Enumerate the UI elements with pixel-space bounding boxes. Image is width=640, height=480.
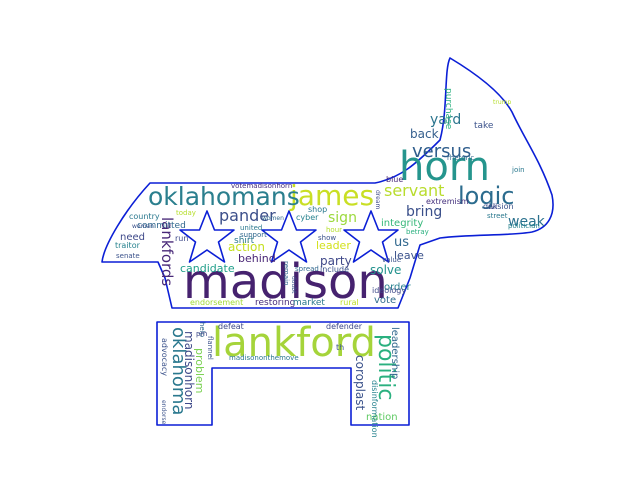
cloud-word: ideology <box>372 286 406 295</box>
cloud-word: betray <box>406 228 429 236</box>
cloud-word: th <box>336 343 344 352</box>
cloud-word: dream <box>374 190 381 210</box>
cloud-word: flannel <box>206 336 214 360</box>
cloud-word: support <box>240 231 267 239</box>
cloud-word: doubt <box>290 276 297 294</box>
cloud-word: help <box>198 322 206 338</box>
cloud-word: united <box>240 224 262 232</box>
cloud-word: blue <box>386 175 403 184</box>
cloud-word: endorse <box>160 400 167 425</box>
cloud-word: logic <box>458 182 514 210</box>
cloud-word: value <box>382 256 401 264</box>
cloud-word: versus <box>412 141 471 162</box>
cloud-word: oklahoma <box>168 327 189 415</box>
cloud-word: hour <box>326 226 342 234</box>
cloud-word: cyber <box>296 213 319 222</box>
cloud-word: division <box>483 202 514 211</box>
cloud-word: coroplast <box>353 355 367 411</box>
cloud-word: solve <box>370 263 401 277</box>
cloud-word: disinformation <box>370 380 379 438</box>
cloud-word: need <box>120 232 145 243</box>
cloud-word: sign <box>328 210 357 226</box>
cloud-word: advocacy <box>160 338 169 376</box>
cloud-word: leadership <box>389 327 400 379</box>
cloud-word: politic <box>373 334 398 400</box>
cloud-word: defeat <box>218 322 244 331</box>
cloud-word: lankfords <box>158 217 176 286</box>
cloud-word: votemadisonhorn <box>231 182 292 190</box>
cloud-word: oklahomans <box>148 182 300 211</box>
cloud-word: candidate <box>180 262 235 275</box>
cloud-word: endorsement <box>190 298 243 307</box>
star-icon <box>343 210 399 263</box>
cloud-word: shop <box>308 205 327 214</box>
cloud-word: market <box>293 298 325 308</box>
cloud-word: lankford <box>212 320 376 366</box>
cloud-word: pm <box>196 330 207 338</box>
cloud-word: include <box>320 265 349 274</box>
cloud-word: madison <box>183 254 388 310</box>
cloud-word: trump <box>493 99 511 106</box>
cloud-word: extremism <box>426 197 469 206</box>
cloud-word: traitor <box>115 241 141 250</box>
cloud-word: women <box>262 215 284 222</box>
cloud-word: rural <box>340 298 359 307</box>
cloud-word: madisonhorn <box>182 331 196 409</box>
cloud-word: yard <box>430 112 461 128</box>
cloud-word: run <box>175 234 188 243</box>
donkey-outline <box>101 57 554 426</box>
cloud-word: party <box>320 254 352 268</box>
cloud-word: join <box>511 166 525 174</box>
cloud-word: leader <box>316 239 351 252</box>
cloud-word: bring <box>406 204 442 220</box>
cloud-word: woman <box>132 223 154 230</box>
cloud-word: committed <box>137 221 186 231</box>
cloud-word: rhetoric <box>447 154 474 162</box>
cloud-word: spread <box>295 265 319 273</box>
cloud-word: behind <box>238 252 276 265</box>
cloud-word: country <box>129 212 160 221</box>
cloud-word: weak <box>508 214 546 230</box>
cloud-word: street <box>487 212 508 220</box>
cloud-word: madisononthemove <box>229 354 299 362</box>
cloud-word: back <box>410 127 439 141</box>
cloud-word: vote <box>374 295 396 306</box>
cloud-word: purchase <box>443 88 453 130</box>
cloud-word: restoring <box>255 298 295 308</box>
stars <box>179 210 399 263</box>
cloud-word: us <box>394 235 409 250</box>
cloud-word: show <box>318 234 336 242</box>
cloud-word: integrity <box>381 218 423 229</box>
cloud-word: problem <box>193 348 206 394</box>
cloud-word: horn <box>399 144 490 190</box>
cloud-word: shirt <box>234 236 255 246</box>
cloud-word: senate <box>116 252 140 260</box>
star-icon <box>179 210 235 263</box>
cloud-word: leave <box>394 249 424 262</box>
cloud-word: take <box>474 121 494 131</box>
cloud-word: pander <box>219 206 276 225</box>
cloud-word: politician <box>508 222 540 230</box>
cloud-word: defender <box>326 322 363 331</box>
cloud-word: nation <box>366 412 398 423</box>
cloud-word: action <box>228 240 265 254</box>
cloud-word: james <box>289 179 374 212</box>
cloud-word: servant <box>384 181 444 200</box>
cloud-word: today <box>176 209 196 217</box>
cloud-word: remain <box>282 261 290 286</box>
star-icon <box>261 210 317 263</box>
cloud-word: order <box>384 282 412 293</box>
cloud-word: ok <box>488 202 498 211</box>
